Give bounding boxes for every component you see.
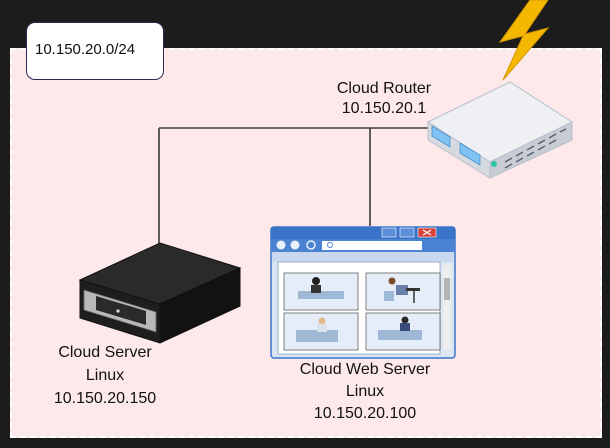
- router-ip: 10.150.20.1: [341, 100, 427, 117]
- web-server-ip: 10.150.20.100: [313, 405, 417, 422]
- lightning-bolt-icon: [498, 0, 550, 81]
- server-icon: [78, 242, 242, 344]
- browser-window-icon: [270, 226, 456, 359]
- server-name: Cloud Server: [58, 344, 152, 361]
- server-label: Cloud Server Linux 10.150.20.150: [35, 341, 175, 410]
- router-icon: [426, 81, 574, 179]
- router-label: Cloud Router 10.150.20.1: [314, 79, 454, 119]
- web-server-label: Cloud Web Server Linux 10.150.20.100: [280, 359, 450, 425]
- web-server-os: Linux: [345, 383, 385, 400]
- subnet-label-box: 10.150.20.0/24: [26, 22, 164, 80]
- server-ip: 10.150.20.150: [53, 390, 157, 407]
- connections: [158, 127, 432, 246]
- server-os: Linux: [85, 367, 125, 384]
- router-name: Cloud Router: [336, 80, 432, 97]
- web-server-name: Cloud Web Server: [299, 361, 431, 378]
- subnet-label: 10.150.20.0/24: [35, 41, 136, 58]
